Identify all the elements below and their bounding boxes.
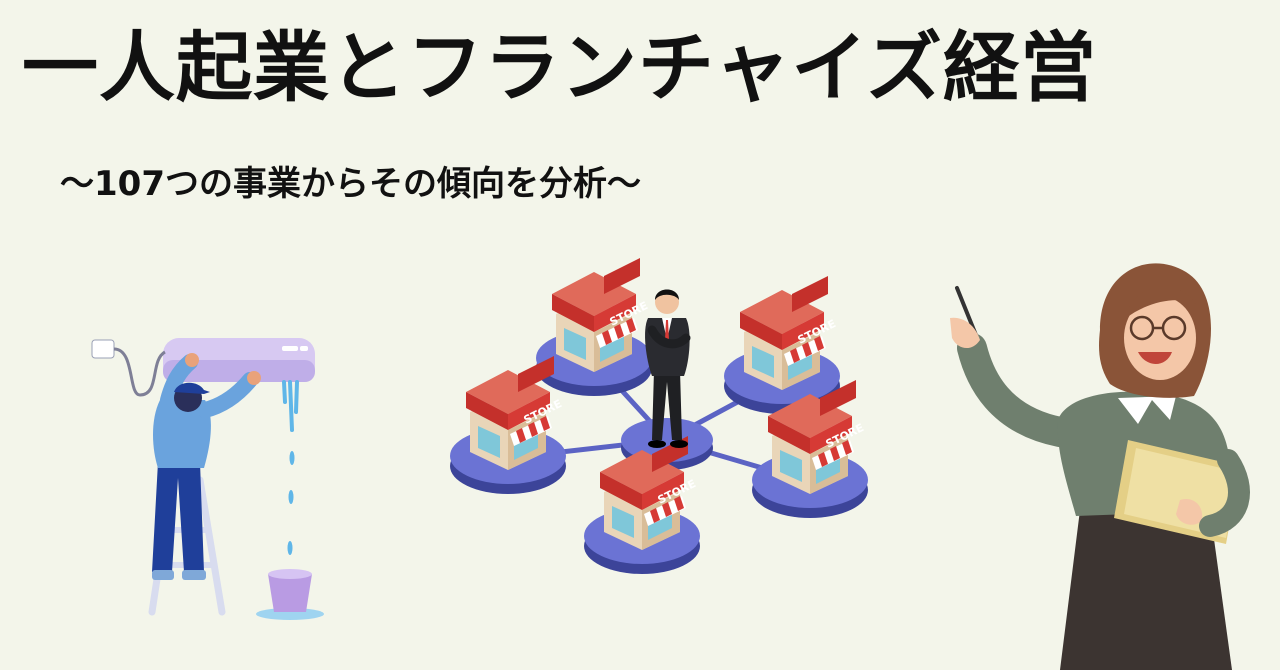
page-subtitle: ～107つの事業からその傾向を分析～ (60, 164, 641, 204)
air-conditioner-icon (91, 338, 315, 555)
store-node-left: STORE (450, 356, 566, 494)
store-node-top-right: STORE (724, 276, 840, 414)
store-node-bottom: STORE (584, 436, 700, 574)
teacher-icon (950, 263, 1250, 670)
repair-scene (91, 338, 324, 620)
repairman-icon (152, 353, 261, 580)
franchise-network: STORE STORE STORE STORE STORE (450, 258, 868, 574)
store-node-right: STORE (752, 380, 868, 518)
page-title: 一人起業とフランチャイズ経営 (22, 23, 1097, 112)
bucket-icon (256, 569, 324, 620)
store-node-top-left: STORE (536, 258, 652, 396)
businessman-icon (645, 289, 691, 448)
